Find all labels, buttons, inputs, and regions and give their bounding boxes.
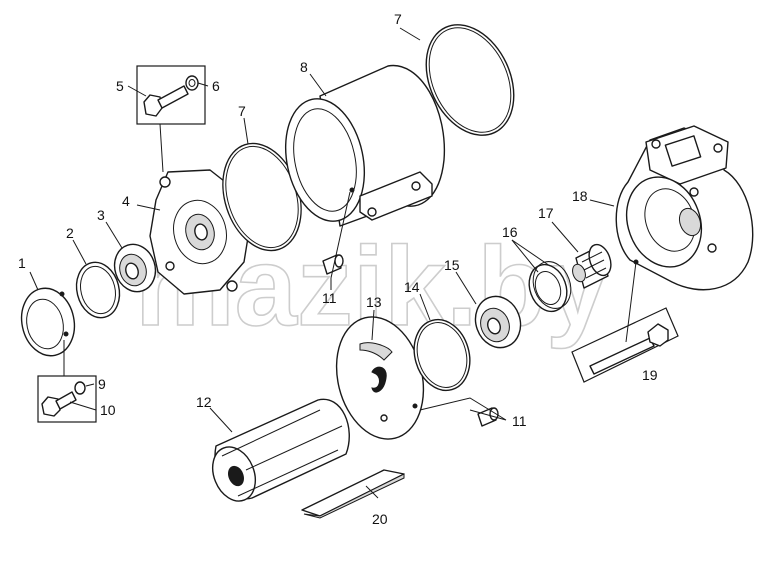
callout-1: 1 bbox=[18, 255, 26, 271]
callout-20: 20 bbox=[372, 511, 388, 527]
part-17-gear bbox=[572, 243, 612, 289]
callout-5: 5 bbox=[116, 78, 124, 94]
part-12-rotor bbox=[211, 398, 350, 502]
part-1-end-cover bbox=[20, 287, 76, 357]
callout-12: 12 bbox=[196, 394, 212, 410]
callout-13: 13 bbox=[366, 294, 382, 310]
callout-4: 4 bbox=[122, 193, 130, 209]
part-15-bearing bbox=[474, 295, 522, 349]
callout-3: 3 bbox=[97, 207, 105, 223]
callout-6: 6 bbox=[212, 78, 220, 94]
part-3-bearing bbox=[113, 243, 157, 293]
part-2-ring bbox=[75, 261, 121, 319]
callout-10: 10 bbox=[100, 402, 116, 418]
callout-8: 8 bbox=[300, 59, 308, 75]
part-5-6-fastener-box bbox=[136, 65, 206, 173]
part-19-bolt-box bbox=[571, 261, 679, 383]
callout-19: 19 bbox=[642, 367, 658, 383]
part-8-stator-housing bbox=[284, 64, 446, 227]
callout-17: 17 bbox=[538, 205, 554, 221]
leader-lines bbox=[29, 27, 615, 499]
callout-7-left: 7 bbox=[238, 103, 246, 119]
callout-2: 2 bbox=[66, 225, 74, 241]
callout-11-upper: 11 bbox=[322, 290, 337, 306]
callout-16: 16 bbox=[502, 224, 518, 240]
callout-7-right: 7 bbox=[394, 11, 402, 27]
part-9-10-fastener-box bbox=[37, 340, 97, 423]
part-7-ring-right bbox=[425, 24, 515, 136]
callout-9: 9 bbox=[98, 376, 106, 392]
part-18-pump-housing bbox=[615, 125, 754, 291]
callout-18: 18 bbox=[572, 188, 588, 204]
part-11-pin-lower bbox=[419, 397, 507, 427]
callout-11-lower: 11 bbox=[512, 413, 527, 429]
callout-14: 14 bbox=[404, 279, 420, 295]
part-20-vane bbox=[301, 469, 405, 519]
part-14-ring bbox=[413, 318, 471, 392]
part-16-seal bbox=[528, 261, 572, 313]
callout-15: 15 bbox=[444, 257, 460, 273]
part-11-pin-upper bbox=[322, 191, 351, 290]
